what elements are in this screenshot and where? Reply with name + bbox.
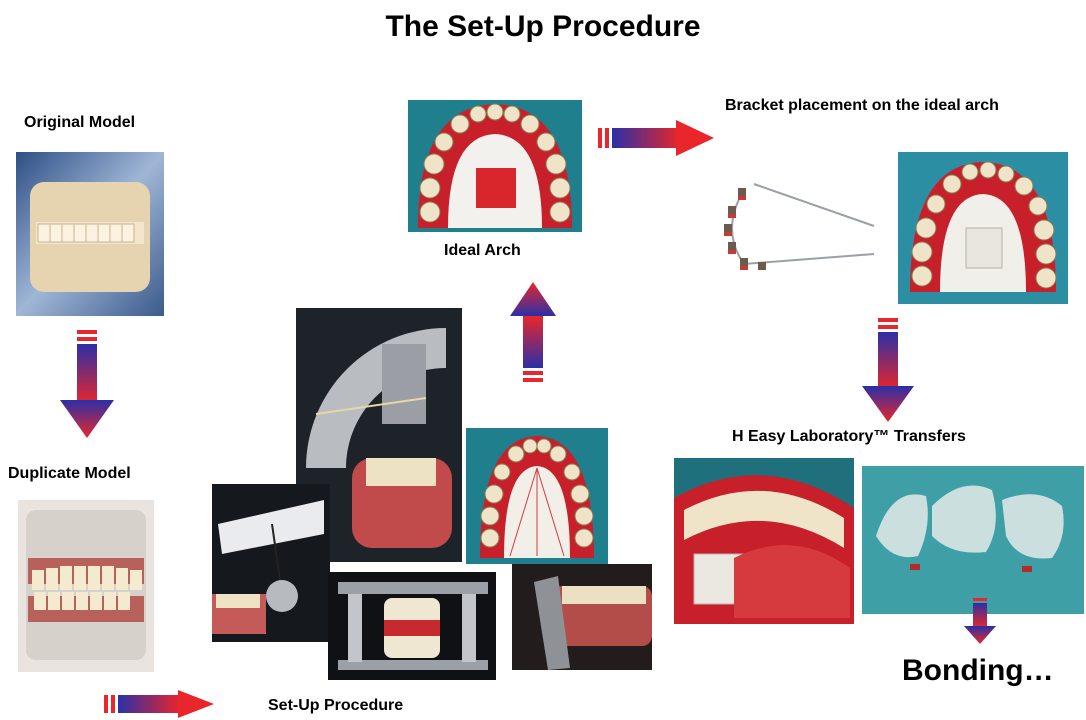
label-duplicate-model: Duplicate Model <box>8 465 131 483</box>
arrow-down-to-bonding <box>962 598 998 646</box>
photo-ideal-arch <box>408 100 582 232</box>
photo-original-model <box>16 152 164 316</box>
label-bonding: Bonding… <box>902 654 1054 688</box>
photo-arch-marked <box>466 428 608 564</box>
photo-articulator <box>328 572 496 680</box>
arrow-right-to-setup <box>104 690 216 718</box>
photo-bracket-wire <box>714 170 884 290</box>
photo-ruler <box>512 564 652 670</box>
photo-transfer-trays <box>862 466 1084 614</box>
arrow-up-to-ideal-arch <box>508 282 558 384</box>
arrow-down-to-transfers <box>860 318 916 424</box>
label-ideal-arch: Ideal Arch <box>444 242 521 260</box>
photo-arch-with-brackets <box>898 152 1068 304</box>
arrow-down-original-to-duplicate <box>56 330 118 440</box>
photo-transfer-closeup <box>674 458 854 624</box>
label-bracket-placement: Bracket placement on the ideal arch <box>725 94 1065 118</box>
photo-duplicate-model <box>18 500 154 672</box>
label-easy-lab-transfers: H Easy Laboratory™ Transfers <box>732 428 966 446</box>
arrow-right-to-bracket-placement <box>598 120 716 156</box>
label-original-model: Original Model <box>24 114 135 132</box>
photo-gauge <box>212 484 330 642</box>
page-title: The Set-Up Procedure <box>0 10 1086 44</box>
label-setup-procedure: Set-Up Procedure <box>268 697 403 715</box>
